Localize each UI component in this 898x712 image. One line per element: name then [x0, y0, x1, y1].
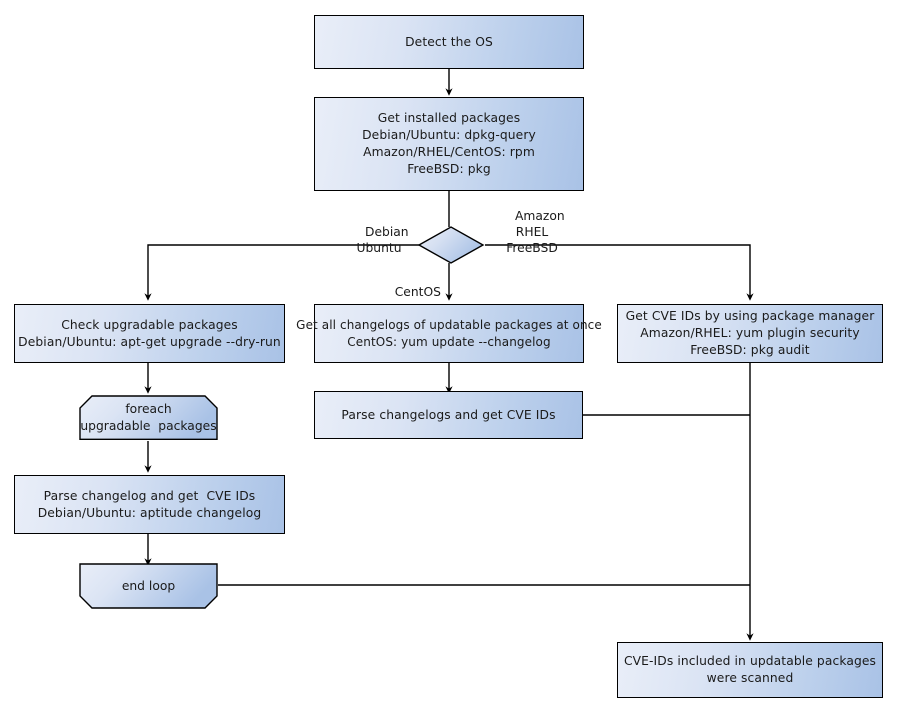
node-end-loop[interactable]: end loop: [79, 563, 218, 609]
node-check-upgradable-packages[interactable]: Check upgradable packages Debian/Ubuntu:…: [14, 304, 285, 363]
node-detect-os-label: Detect the OS: [405, 34, 493, 49]
node-os-decision[interactable]: [417, 225, 485, 265]
node-check-upgradable-packages-label: Check upgradable packages Debian/Ubuntu:…: [18, 317, 281, 349]
node-detect-os[interactable]: Detect the OS: [314, 15, 584, 69]
edge-label-centos: CentOS: [377, 268, 443, 316]
node-end-loop-label: end loop: [121, 578, 176, 593]
node-foreach-upgradable-packages-label: foreach upgradable packages: [80, 402, 217, 433]
node-get-all-changelogs-label: Get all changelogs of updatable packages…: [296, 317, 602, 349]
node-get-cve-ids-package-manager-label: Get CVE IDs by using package manager Ama…: [625, 309, 875, 357]
node-foreach-upgradable-packages[interactable]: foreach upgradable packages: [79, 395, 218, 441]
node-get-cve-ids-package-manager[interactable]: Get CVE IDs by using package manager Ama…: [617, 304, 883, 363]
node-parse-changelog-get-cve-ids-label: Parse changelog and get CVE IDs Debian/U…: [37, 488, 262, 520]
node-parse-changelog-get-cve-ids[interactable]: Parse changelog and get CVE IDs Debian/U…: [14, 475, 285, 534]
edge-label-amazon-rhel-freebsd-text: Amazon RHEL FreeBSD: [506, 209, 565, 255]
node-cve-ids-scanned[interactable]: CVE-IDs included in updatable packages w…: [617, 642, 883, 698]
edge-label-amazon-rhel-freebsd: Amazon RHEL FreeBSD: [492, 192, 572, 272]
edge-label-debian-ubuntu: Debian Ubuntu: [345, 208, 413, 272]
node-get-installed-packages[interactable]: Get installed packages Debian/Ubuntu: dp…: [314, 97, 584, 191]
node-parse-changelogs-get-cve-ids-label: Parse changelogs and get CVE IDs: [341, 407, 556, 422]
edge-label-debian-ubuntu-text: Debian Ubuntu: [356, 225, 409, 255]
node-get-all-changelogs[interactable]: Get all changelogs of updatable packages…: [296, 304, 602, 363]
node-cve-ids-scanned-label: CVE-IDs included in updatable packages w…: [623, 654, 877, 685]
node-parse-changelogs-get-cve-ids[interactable]: Parse changelogs and get CVE IDs: [314, 391, 583, 439]
node-get-installed-packages-label: Get installed packages Debian/Ubuntu: dp…: [362, 111, 536, 176]
edge-label-centos-text: CentOS: [394, 285, 441, 299]
